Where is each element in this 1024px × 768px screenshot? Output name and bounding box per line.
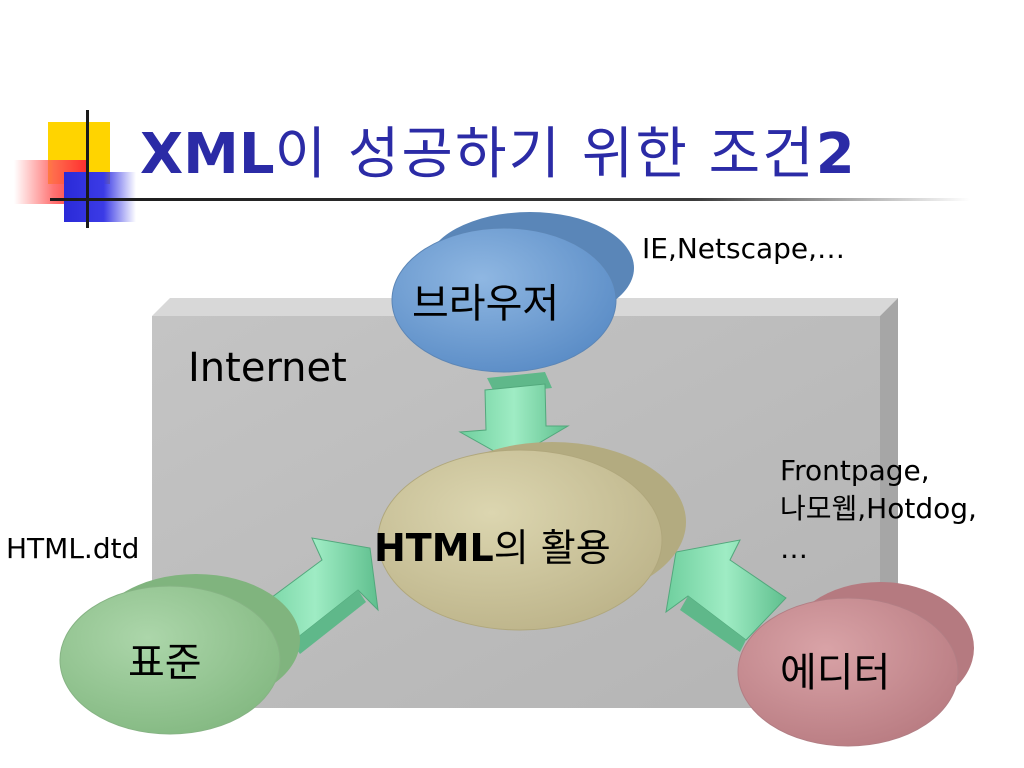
- title-korean: 이 성공하기 위한 조건: [274, 122, 816, 187]
- standard-node-label: 표준: [128, 640, 202, 686]
- editor-note-line-2: 나모웹,Hotdog,: [780, 492, 977, 525]
- internet-label: Internet: [188, 345, 347, 391]
- vertical-rule: [86, 110, 89, 228]
- title-number: 2: [815, 122, 855, 187]
- standard-note: HTML.dtd: [6, 532, 140, 565]
- editor-note-line-1: Frontpage,: [780, 454, 930, 487]
- arrow-editor-to-center: [665, 539, 787, 652]
- center-node-label: HTML의 활용: [374, 526, 611, 570]
- editor-note-line-3: …: [780, 532, 808, 565]
- editor-node: [737, 582, 974, 747]
- title-underline: [50, 198, 970, 201]
- blue-square-decoration: [64, 172, 136, 222]
- editor-node-label: 에디터: [780, 650, 891, 696]
- center-node: [377, 442, 686, 631]
- center-node-label-bold: HTML: [374, 526, 494, 570]
- center-node-label-rest: 의 활용: [493, 526, 611, 570]
- browser-node-label: 브라우저: [412, 281, 560, 327]
- title-xml: XML: [140, 122, 275, 187]
- browser-node: [391, 212, 634, 373]
- standard-node: [59, 574, 300, 735]
- browser-note: IE,Netscape,…: [642, 232, 846, 265]
- page-title: XML이 성공하기 위한 조건2: [140, 120, 855, 190]
